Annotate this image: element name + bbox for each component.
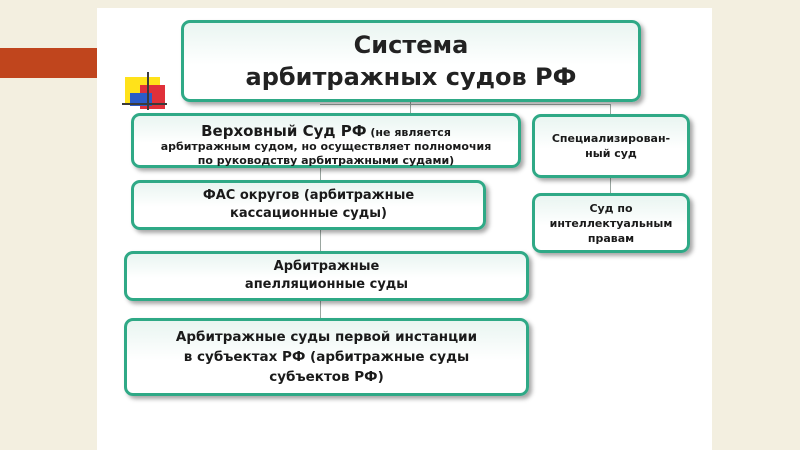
supreme-court-note-start: (не является [366, 126, 451, 139]
diagram-title: Система арбитражных судов РФ [181, 20, 641, 102]
appeal-courts-line-2: апелляционные суды [244, 277, 409, 292]
appeal-courts-box: Арбитражные апелляционные суды [124, 251, 529, 301]
first-instance-courts-box: Арбитражные суды первой инстанции в субъ… [124, 318, 529, 396]
supreme-court-note-line-2: арбитражным судом, но осуществляет полно… [160, 140, 492, 153]
ip-court-box: Суд по интеллектуальным правам [532, 193, 690, 253]
supreme-court-note-line-3: по руководству арбитражными судами) [197, 154, 455, 167]
accent-bar [0, 48, 97, 78]
connector-right-down [610, 104, 611, 114]
ip-court-line-1: Суд по [589, 201, 633, 215]
connector-title-down [410, 102, 411, 113]
decor-line-horizontal [122, 103, 167, 105]
first-instance-line-1: Арбитражные суды первой инстанции [175, 329, 478, 345]
specialized-court-line-2: ный суд [585, 147, 637, 160]
first-instance-line-2: в субъектах РФ (арбитражные суды [183, 349, 470, 365]
supreme-court-box: Верховный Суд РФ (не является арбитражны… [131, 113, 521, 168]
appeal-courts-line-1: Арбитражные [273, 259, 380, 274]
fas-courts-box: ФАС округов (арбитражные кассационные су… [131, 180, 486, 230]
decor-square-blue [130, 93, 152, 106]
connector-supreme-fas [320, 168, 321, 180]
ip-court-line-2: интеллектуальным [549, 216, 673, 230]
connector-horizontal [320, 104, 610, 105]
ip-court-line-3: правам [587, 231, 635, 245]
supreme-court-label: Верховный Суд РФ [201, 122, 367, 140]
connector-special-ip [610, 178, 611, 193]
connector-fas-appeal [320, 230, 321, 251]
decor-line-vertical [147, 72, 149, 110]
fas-courts-line-2: кассационные суды) [230, 206, 387, 221]
fas-courts-line-1: ФАС округов (арбитражные [202, 188, 415, 203]
specialized-court-line-1: Специализирован- [551, 132, 671, 145]
specialized-court-box: Специализирован- ный суд [532, 114, 690, 178]
title-line-1: Система [353, 31, 469, 59]
title-line-2: арбитражных судов РФ [245, 63, 577, 91]
connector-appeal-first [320, 301, 321, 318]
first-instance-line-3: субъектов РФ) [269, 369, 384, 385]
